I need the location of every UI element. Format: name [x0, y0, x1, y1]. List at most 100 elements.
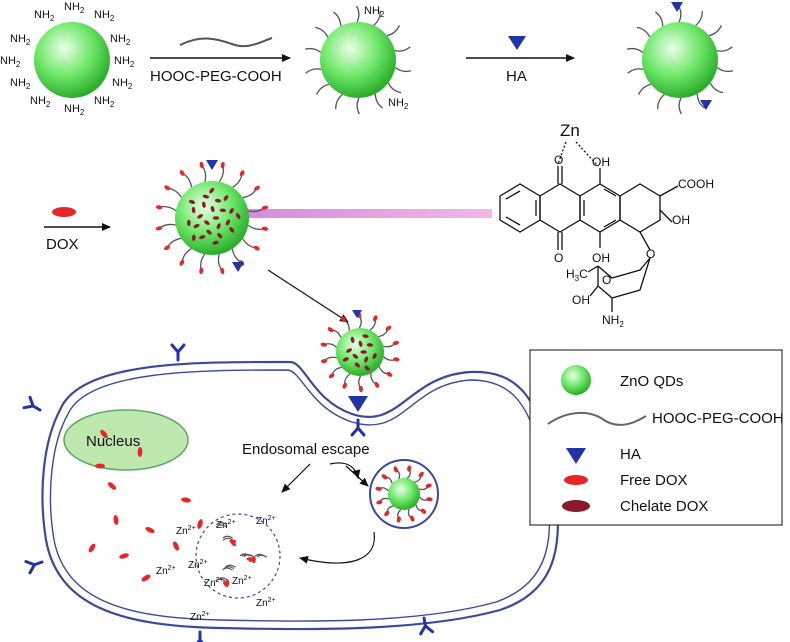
dox-molecule	[407, 465, 412, 472]
chelate-dox	[346, 348, 352, 353]
amine-label: NH2	[30, 95, 51, 109]
zno-qd-sphere	[336, 328, 384, 376]
oh-bottom: OH	[592, 251, 610, 265]
dox-molecule	[179, 170, 185, 176]
dox-molecule	[179, 259, 185, 266]
zinc-ion: Zn2+	[190, 611, 210, 623]
dox-molecule	[320, 342, 327, 347]
ketone-o-top: O	[554, 153, 563, 167]
qd-peg: NH2 NH2	[304, 5, 412, 115]
free-dox	[141, 574, 151, 582]
dox-molecule	[155, 226, 163, 231]
legend-free-dox-icon	[564, 475, 588, 485]
free-dox	[197, 519, 203, 529]
zno-qd-sphere	[388, 478, 420, 510]
peg-dox-chains	[375, 465, 433, 523]
peg-fragment	[215, 578, 226, 582]
zinc-ion: Zn2+	[256, 597, 276, 609]
amine-label: NH2	[10, 33, 31, 47]
zno-qd-sphere	[642, 22, 718, 98]
peg-fragment	[215, 524, 227, 528]
zinc-ions: Zn2+Zn2+Zn2+Zn2+Zn2+Zn2+Zn2+Zn2+Zn2+	[156, 515, 276, 623]
peg-chain	[374, 93, 384, 109]
legend-ha-triangle-icon	[566, 448, 586, 464]
chelate-dox	[188, 199, 196, 204]
peg-chain	[638, 83, 652, 95]
chelate-dox	[193, 223, 200, 229]
chelate-dox	[364, 365, 370, 371]
endosomal-escape-label: Endosomal escape	[242, 441, 370, 458]
legend-label-chelate-dox: Chelate DOX	[620, 498, 708, 515]
amine-label: NH2	[112, 77, 133, 91]
peg-chain	[314, 26, 329, 38]
free-dox	[222, 581, 229, 588]
peg-chain	[716, 46, 733, 52]
ring-o: O	[602, 273, 611, 287]
ha-receptor	[419, 616, 435, 636]
ha-triangle-icon	[671, 2, 683, 12]
peg-chain	[708, 25, 722, 37]
chelate-dox	[202, 201, 206, 208]
amine-label: NH2	[110, 33, 131, 47]
peg-chain	[678, 97, 682, 115]
dox-molecule	[386, 371, 393, 377]
peg-chain	[657, 94, 665, 110]
free-dox-icon	[52, 207, 76, 217]
chelate-dox	[202, 194, 209, 199]
chelate-dox	[187, 219, 191, 227]
legend-label-peg: HOOC-PEG-COOH	[652, 410, 784, 427]
ha-receptor	[22, 395, 42, 412]
dox-molecule	[385, 325, 392, 331]
dox-molecule	[220, 267, 225, 275]
chelate-dox	[206, 229, 212, 235]
dox-molecule	[384, 510, 390, 517]
dox-molecule	[320, 359, 328, 364]
amine-label: NH2	[64, 1, 85, 15]
chelate-dox	[235, 213, 241, 219]
chelate-dox	[358, 340, 363, 347]
cell: Nucleus Endosomal escape	[22, 343, 574, 642]
peg-chain	[695, 10, 703, 26]
amine-label: NH2	[94, 9, 115, 23]
free-dox	[229, 539, 237, 544]
peg-chain	[627, 68, 644, 74]
peg-fragment	[222, 567, 233, 571]
ha-triangle-icon	[700, 100, 712, 110]
dox-molecule	[426, 497, 433, 502]
amine-label: NH2	[94, 95, 115, 109]
dox-molecule	[358, 385, 363, 393]
dox-molecule	[220, 161, 225, 169]
zinc-ion: Zn2+	[204, 577, 224, 589]
step-dox-arrow: DOX	[44, 207, 111, 253]
chelate-dox	[214, 198, 222, 203]
peg-chain	[332, 11, 342, 27]
legend-label-free-dox: Free DOX	[620, 472, 688, 489]
chelate-dox	[366, 343, 374, 347]
step-peg-arrow: HOOC-PEG-COOH	[150, 37, 291, 85]
legend-label-ha: HA	[620, 446, 641, 463]
ha-receptor	[24, 559, 44, 575]
peg-fragment	[222, 535, 234, 539]
free-dox	[181, 497, 191, 503]
dox-molecule	[199, 161, 204, 169]
uptake-arrow	[267, 269, 349, 323]
free-dox-in-cell	[88, 429, 203, 582]
dox-molecule	[393, 466, 398, 473]
chelate-dox	[342, 357, 349, 362]
chelate-dox	[217, 232, 223, 239]
chelate-dox	[223, 195, 229, 201]
chelate-dox-dots	[187, 187, 241, 245]
legend-label-zno: ZnO QDs	[620, 373, 683, 390]
dox-molecule	[155, 205, 163, 210]
zno-qd-sphere	[34, 22, 110, 98]
peg-chain	[305, 68, 322, 74]
dox-molecule	[372, 315, 378, 322]
ha-receptor	[170, 343, 186, 362]
amine-bottom: NH2	[388, 97, 409, 111]
chelation-link	[238, 209, 492, 218]
ha-triangle-icon	[232, 262, 244, 272]
chelate-dox	[372, 353, 377, 360]
peg-chain	[356, 5, 360, 23]
chelate-dox	[360, 350, 367, 354]
